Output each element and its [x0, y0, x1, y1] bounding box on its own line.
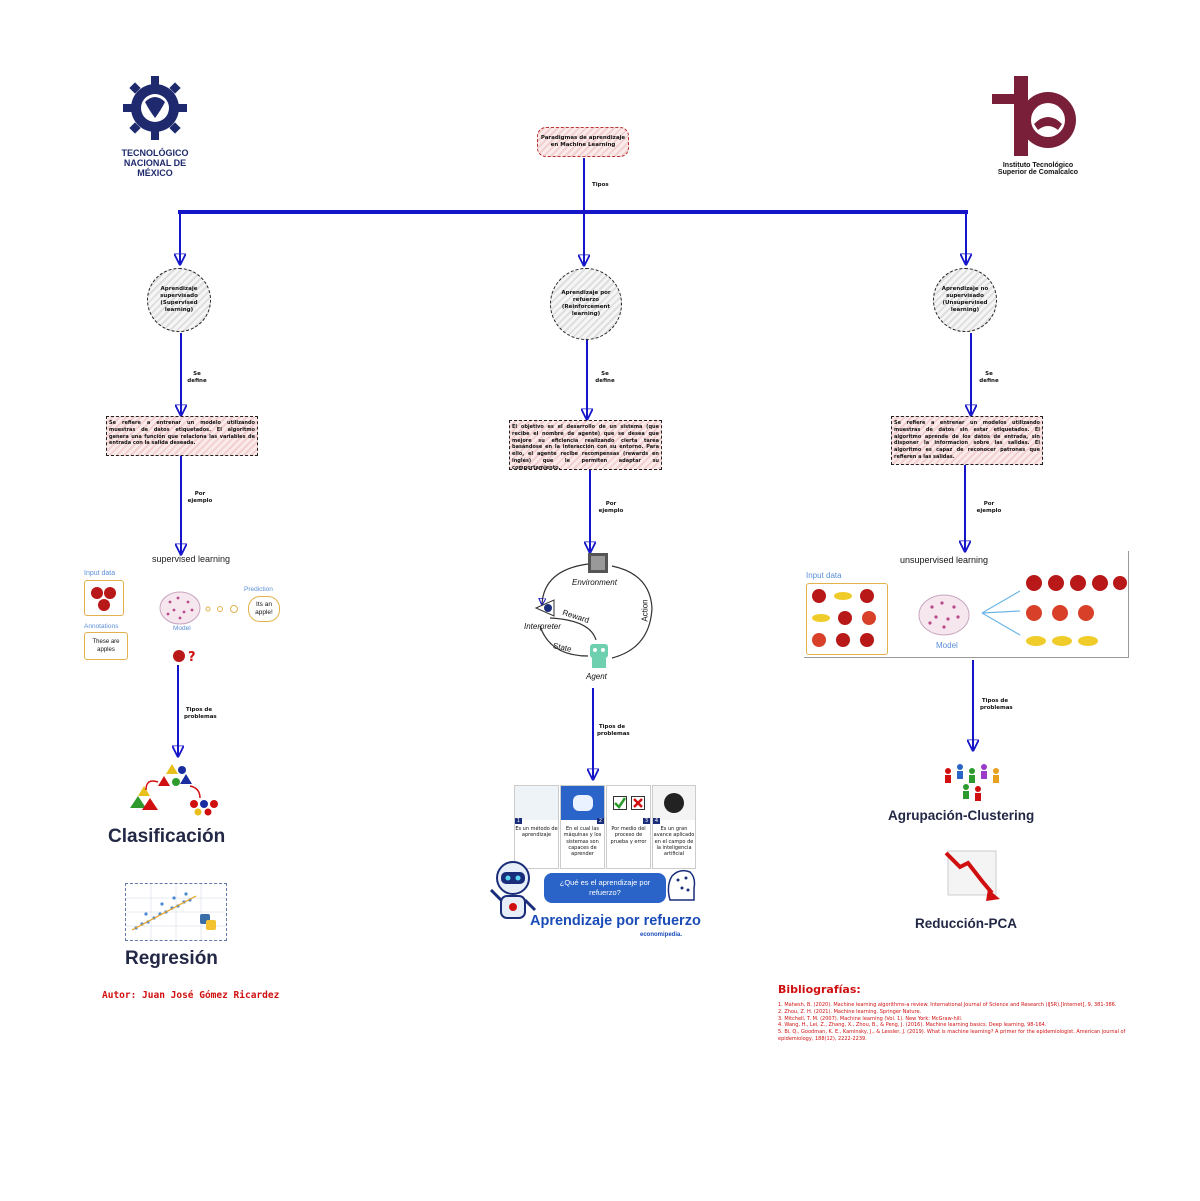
rl-card-3-number: 3: [643, 818, 650, 824]
itsc-logo-line2: Superior de Comalcalco: [997, 169, 1079, 176]
bibliography-item: 5. Bi, Q., Goodman, K. E., Kaminsky, J.,…: [778, 1029, 1126, 1042]
reinforcement-node: Aprendizaje por refuerzo (Reinforcement …: [550, 268, 622, 340]
rl-card-4-text: Es un gran avance aplicado en el campo d…: [653, 826, 695, 857]
problems-label-reinforcement: Tipos de problemas: [597, 724, 630, 738]
robot-head-icon: [664, 793, 684, 813]
apple-question-icon: ?: [173, 650, 196, 664]
rl-card-1-text: Es un método de aprendizaje: [515, 826, 558, 839]
classification-shapes-icon: [130, 764, 218, 816]
unsup-model-label: Model: [936, 641, 958, 650]
check-icon: [612, 796, 627, 810]
bibliography-title: Bibliografías:: [778, 983, 861, 996]
problems-label-unsupervised: Tipos de problemas: [980, 698, 1013, 712]
robot-mascot-icon: [489, 861, 537, 919]
regression-chart-image: [125, 883, 227, 941]
root-link-label: Tipos: [592, 182, 609, 188]
problems-label-supervised: Tipos de problemas: [184, 707, 217, 721]
rl-banner-brand: economipedia.: [640, 932, 683, 938]
regression-scatter-icon: [126, 884, 226, 940]
pca-declining-chart-icon: [944, 850, 1000, 901]
input-data-label: Input data: [84, 570, 116, 577]
define-label-unsupervised: Se define: [979, 371, 999, 385]
fruit-mix-icon: [812, 589, 876, 647]
clustering-title: Agrupación-Clustering: [888, 808, 1035, 823]
bibliography-item: 1. Mahesh, B. (2020). Machine learning a…: [778, 1002, 1117, 1008]
cross-icon: [630, 796, 645, 810]
unsupervised-definition: Se refiere a entrenar un modelos utiliza…: [891, 416, 1043, 465]
agent-robot-icon: [590, 644, 608, 668]
unsup-output-arrows-icon: [981, 590, 1021, 636]
dotted-connector-icon: [205, 605, 238, 613]
bibliography-item: 4. Wang, H., Lei, Z., Zhang, X., Zhou, B…: [778, 1022, 1047, 1029]
supervised-node: Aprendizaje supervisado (Supervised lear…: [147, 268, 211, 332]
rl-interpreter-label: Interpreter: [524, 622, 561, 631]
unsup-input-box: [806, 583, 888, 655]
define-label-supervised: Se define: [187, 371, 207, 385]
rl-banner-title: Aprendizaje por refuerzo: [530, 913, 701, 929]
unsupervised-node: Aprendizaje no supervisado (Unsupervised…: [933, 268, 997, 332]
rl-card-2-image: [561, 786, 604, 820]
rl-cycle-diagram: [534, 553, 653, 668]
rl-card-2-text: En el cual las máquinas y los sistemas s…: [563, 826, 602, 857]
example-label-unsupervised: Por ejemplo: [976, 501, 1002, 515]
tecnm-logo: TECNOLÓGICO NACIONAL DE MÉXICO: [105, 74, 205, 178]
rl-card-3-text: Por medio del proceso de prueba y error: [610, 826, 647, 845]
rl-action-label: Action: [640, 599, 650, 622]
rl-card-3: 3 Por medio del proceso de prueba y erro…: [606, 785, 651, 869]
itsc-logo: Instituto Tecnológico Superior de Comalc…: [988, 72, 1088, 184]
define-label-reinforcement: Se define: [595, 371, 615, 385]
prediction-label: Prediction: [244, 586, 273, 593]
bibliography-item: 2. Zhou, Z. H. (2021). Machine learning.…: [778, 1008, 922, 1015]
rl-card-2: 2 En el cual las máquinas y los sistemas…: [560, 785, 605, 869]
rl-card-3-image: [607, 786, 650, 820]
annotation-box: These are apples: [84, 632, 128, 660]
reinforcement-definition: El objetivo es el desarrollo de un siste…: [509, 420, 662, 471]
unsup-brain-icon: [918, 594, 970, 636]
rl-card-4-image: [653, 786, 695, 820]
svg-text:?: ?: [188, 650, 196, 664]
rl-card-1-number: 1: [515, 818, 522, 824]
annotations-label: Annotations: [84, 623, 119, 630]
rl-card-1-image: [515, 786, 558, 820]
rl-card-2-number: 2: [597, 818, 604, 824]
root-node: Paradigmas de aprendizaje en Machine Lea…: [537, 127, 629, 157]
rl-card-4: 4 Es un gran avance aplicado en el campo…: [652, 785, 696, 869]
rl-card-4-number: 4: [653, 818, 660, 824]
supervised-example: Input data Annotations These are apples …: [82, 568, 282, 668]
gear-emblem-icon: [123, 76, 187, 140]
tecnm-logo-line1: TECNOLÓGICO: [121, 148, 189, 158]
example-label-supervised: Por ejemplo: [187, 491, 213, 505]
prediction-bubble: Its an apple!: [248, 596, 280, 622]
classification-title: Clasificación: [108, 826, 226, 847]
neural-head-icon: [667, 869, 696, 901]
model-label: Model: [173, 625, 191, 632]
apples-icon: [91, 587, 116, 611]
rl-infographic: 1 Es un método de aprendizaje 2 En el cu…: [514, 785, 696, 869]
unsup-input-label: Input data: [806, 571, 842, 580]
pca-title: Reducción-PCA: [915, 916, 1018, 931]
robot-face-icon: [572, 795, 593, 811]
itsc-emblem-icon: [992, 76, 1076, 156]
example-label-reinforcement: Por ejemplo: [598, 501, 624, 515]
unsupervised-example-title: unsupervised learning: [900, 555, 989, 565]
supervised-example-title: supervised learning: [152, 554, 231, 564]
regression-title: Regresión: [125, 948, 218, 969]
itsc-logo-line1: Instituto Tecnológico: [1002, 162, 1074, 169]
clustered-fruits-icon: [1026, 575, 1127, 646]
rl-banner-question: ¿Qué es el aprendizaje por refuerzo?: [544, 873, 666, 903]
author-credit: Autor: Juan José Gómez Ricardez: [102, 990, 280, 1001]
brain-model-icon: [159, 591, 201, 625]
bibliography-item: 3. Mitchell, T. M. (2007). Machine learn…: [778, 1015, 963, 1022]
rl-agent-label: Agent: [586, 672, 607, 681]
supervised-definition: Se refiere a entrenar un modelo utilizan…: [106, 416, 258, 456]
rl-environment-label: Environment: [572, 578, 617, 587]
tecnm-logo-line2: NACIONAL DE MÉXICO: [123, 158, 187, 178]
rl-card-1: 1 Es un método de aprendizaje: [514, 785, 559, 869]
clustering-people-icon: [945, 764, 999, 801]
bibliography-list: 1. Mahesh, B. (2020). Machine learning a…: [778, 1002, 1158, 1043]
unsupervised-example: unsupervised learning Input data Model: [804, 551, 1129, 658]
input-data-box: [84, 580, 124, 616]
